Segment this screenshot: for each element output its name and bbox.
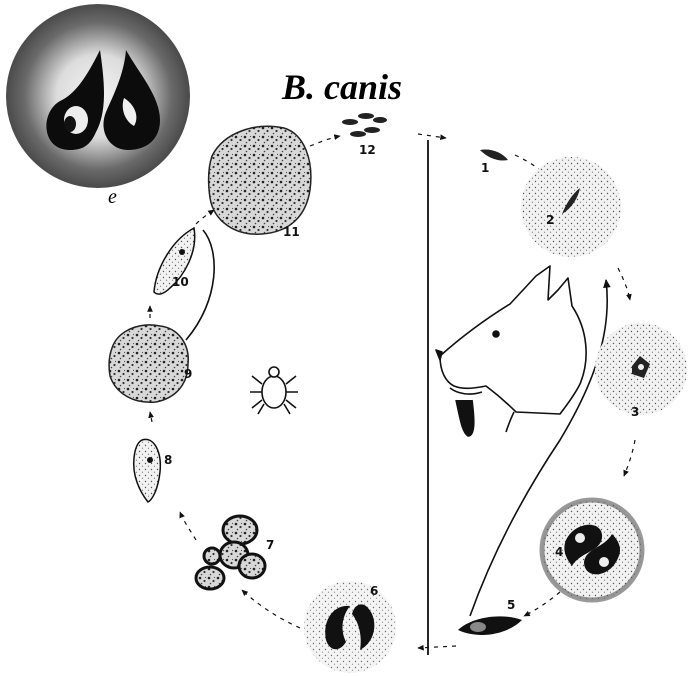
stage-2-erythrocyte xyxy=(521,157,621,257)
stage-1-sporozoite xyxy=(480,149,508,160)
stage-number-9: 9 xyxy=(184,367,192,381)
stage-11-blob xyxy=(209,126,311,234)
dog-head-icon xyxy=(436,266,586,436)
tick-icon xyxy=(250,367,298,414)
stage-number-12: 12 xyxy=(359,143,376,157)
inset-erythrocyte xyxy=(6,4,190,188)
stage-number-8: 8 xyxy=(164,453,172,467)
stage-9-blob xyxy=(109,325,188,402)
panel-letter: e xyxy=(108,186,117,209)
diagram-title: B. canis xyxy=(282,66,402,108)
stage-8-piriform xyxy=(134,439,161,502)
stage-5-ingested-form xyxy=(458,616,522,635)
stage-6-vermicules xyxy=(304,581,396,673)
stage-number-1: 1 xyxy=(481,161,489,175)
stage-3-erythrocyte xyxy=(595,323,687,415)
stage-number-10: 10 xyxy=(172,275,189,289)
stage-number-7: 7 xyxy=(266,538,274,552)
stage-number-2: 2 xyxy=(546,213,554,227)
stage-12-sporozoites xyxy=(342,113,387,137)
stage-number-4: 4 xyxy=(555,545,563,559)
stage-7-cell-cluster xyxy=(196,516,265,589)
stage-number-6: 6 xyxy=(370,584,378,598)
stage-number-11: 11 xyxy=(283,225,300,239)
stage-number-3: 3 xyxy=(631,405,639,419)
stage-number-5: 5 xyxy=(507,598,515,612)
